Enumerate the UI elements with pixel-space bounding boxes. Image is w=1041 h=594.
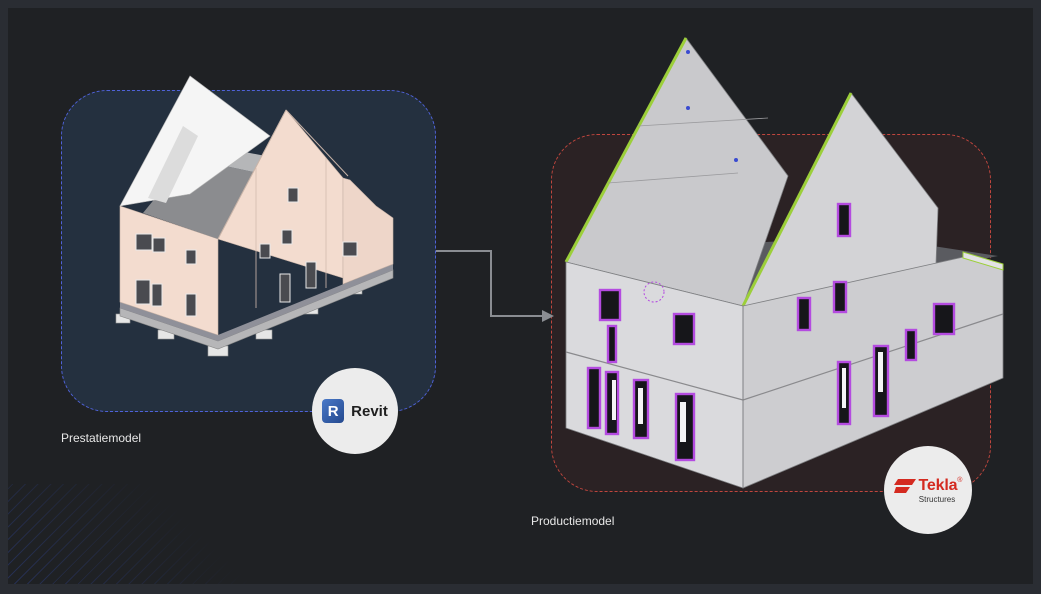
- tekla-mark-icon: [893, 478, 916, 493]
- arrow-right-icon: [436, 250, 554, 322]
- revit-label: Revit: [351, 402, 388, 420]
- models-illustration: [115, 37, 1004, 489]
- production-model-caption: Productiemodel: [531, 514, 615, 528]
- tekla-label: Tekla: [918, 476, 958, 494]
- revit-logo-icon: R Revit: [312, 368, 398, 454]
- performance-model-caption: Prestatiemodel: [61, 431, 142, 445]
- performance-model-house: [115, 75, 394, 357]
- revit-badge: R: [322, 399, 345, 423]
- decorative-hatch: [8, 484, 348, 584]
- diagram-canvas: Prestatiemodel Productiemodel R Revit Te…: [8, 8, 1033, 584]
- production-model-house: [564, 37, 1004, 489]
- tekla-registered-mark: ®: [957, 476, 963, 484]
- tekla-sublabel: Structures: [918, 494, 956, 504]
- tekla-logo-icon: Tekla ® Structures: [884, 446, 972, 534]
